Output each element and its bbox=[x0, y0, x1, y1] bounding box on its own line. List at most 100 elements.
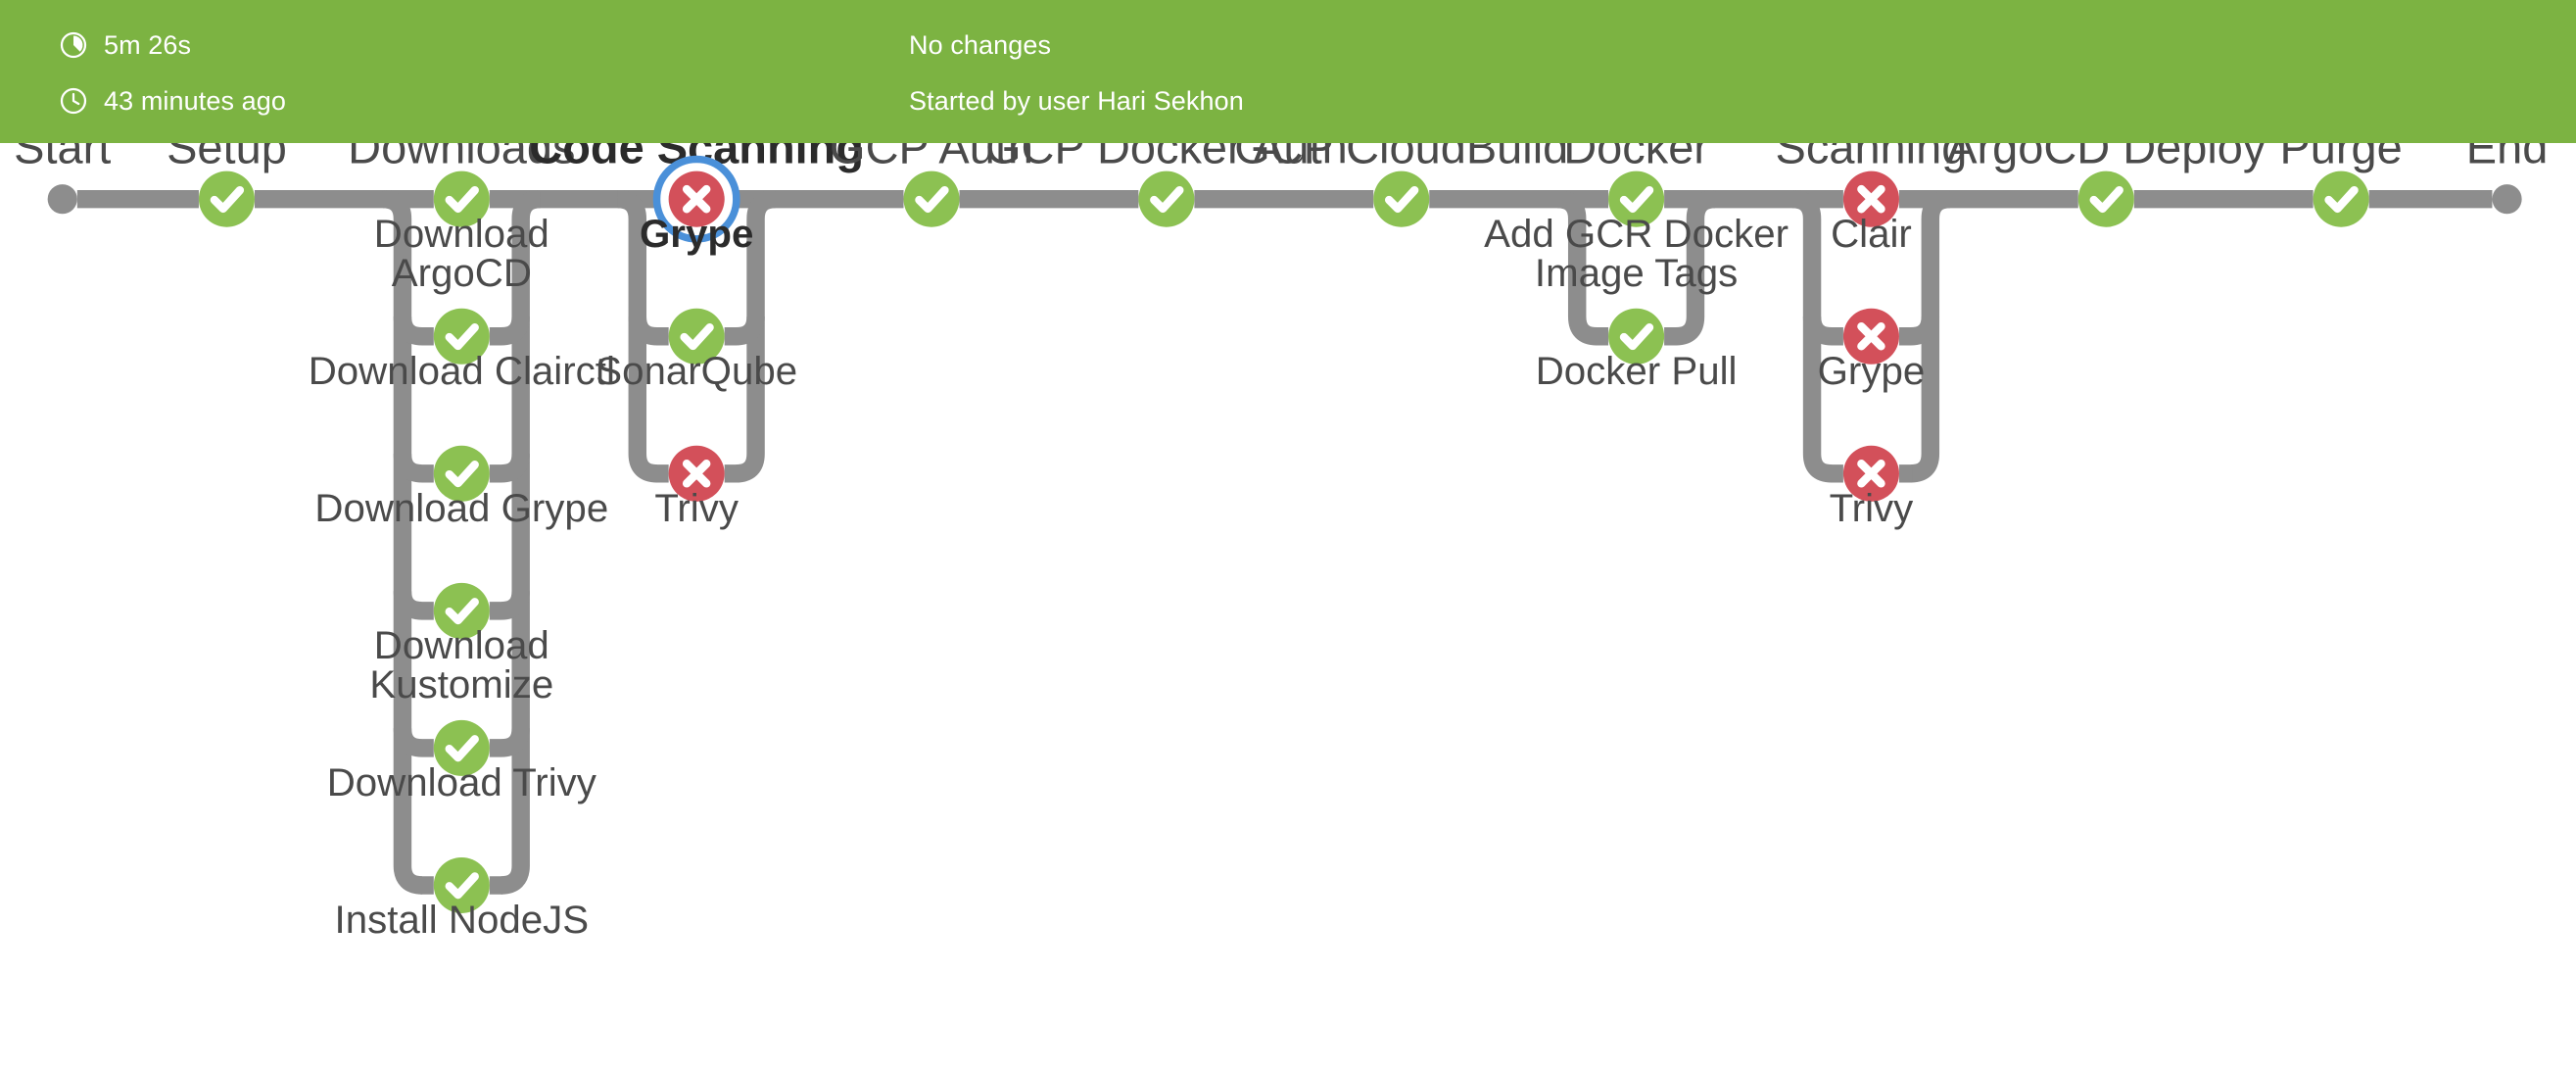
check-icon bbox=[2324, 185, 2359, 214]
stage-header-label: Start bbox=[14, 143, 111, 172]
started-by-row: Started by user Hari Sekhon bbox=[909, 81, 1244, 121]
node-label: Grype bbox=[640, 212, 753, 256]
pipeline-node[interactable]: Download Trivy bbox=[327, 719, 597, 804]
branch-rail-right-docker bbox=[1675, 189, 1716, 346]
check-icon bbox=[445, 461, 479, 488]
cross-icon bbox=[1857, 321, 1885, 351]
branch-stub-right-downloads-4 bbox=[489, 727, 530, 757]
branch-stub-right-downloads-2 bbox=[489, 453, 530, 483]
stage-header-label: Downloads bbox=[348, 143, 575, 172]
node-label: ArgoCD bbox=[392, 251, 532, 295]
pipeline-node[interactable] bbox=[903, 171, 960, 227]
pipeline-node[interactable] bbox=[2077, 171, 2134, 227]
check-icon bbox=[680, 322, 714, 351]
pipeline-node[interactable]: SonarQube bbox=[596, 308, 797, 393]
branch-stub-left-downloads-1 bbox=[393, 316, 434, 346]
check-icon bbox=[1150, 185, 1184, 214]
node-label: Download Clairctl bbox=[309, 349, 615, 393]
changes-row: No changes bbox=[909, 25, 1051, 65]
node-label: Trivy bbox=[654, 486, 739, 530]
node-label: Clair bbox=[1831, 212, 1912, 256]
branch-stub-right-downloads-3 bbox=[489, 590, 530, 620]
pipeline-node[interactable]: Install NodeJS bbox=[335, 856, 590, 942]
check-icon bbox=[1619, 185, 1654, 214]
cross-icon bbox=[682, 460, 711, 488]
branch-stub-right-container-image-scanning-1 bbox=[1898, 316, 1940, 346]
cross-icon bbox=[1857, 460, 1885, 488]
stage-header-cloudflare-cache-purge[interactable]: Cloudflare CachePurge bbox=[2164, 143, 2519, 172]
stage-header-gcp-cloudbuild[interactable]: GCP CloudBuild bbox=[1234, 143, 1568, 172]
node-label: Download bbox=[374, 623, 549, 667]
node-label: Grype bbox=[1818, 349, 1926, 393]
stage-header-label: GCP Docker Auth bbox=[985, 143, 1348, 172]
check-icon bbox=[445, 185, 479, 214]
node-label: Install NodeJS bbox=[335, 898, 590, 942]
node-label: Download Grype bbox=[314, 486, 608, 530]
terminal-node-start[interactable] bbox=[47, 184, 77, 215]
stage-header-gcp-docker-auth[interactable]: GCP Docker Auth bbox=[985, 143, 1348, 172]
stage-header-gcp-auth[interactable]: GCP Auth bbox=[830, 143, 1033, 172]
pipeline-node[interactable]: Grype bbox=[1818, 308, 1926, 393]
stage-header-docker[interactable]: Docker bbox=[1563, 143, 1709, 172]
pipeline-node[interactable] bbox=[2313, 171, 2369, 227]
stage-header-label: Scanning bbox=[1776, 143, 1968, 172]
node-label: Download Trivy bbox=[327, 760, 597, 804]
check-icon bbox=[2089, 185, 2123, 214]
pipeline-node[interactable] bbox=[1373, 171, 1430, 227]
terminal-node-end[interactable] bbox=[2492, 184, 2522, 215]
duration-row: 5m 26s bbox=[59, 25, 191, 65]
stage-header-setup[interactable]: Setup bbox=[167, 143, 287, 172]
started-by-text: Started by user Hari Sekhon bbox=[909, 86, 1244, 116]
stage-header-label: GCP Auth bbox=[830, 143, 1033, 172]
check-icon bbox=[1384, 185, 1419, 214]
pipeline-node[interactable] bbox=[1138, 171, 1195, 227]
duration-text: 5m 26s bbox=[104, 30, 192, 60]
branch-stub-left-code-scanning-1 bbox=[628, 316, 669, 346]
branch-rail-right-downloads bbox=[500, 189, 542, 895]
clock-icon bbox=[60, 87, 87, 115]
check-icon bbox=[445, 735, 479, 762]
stage-header-container-image-scanning[interactable]: Container ImageScanning bbox=[1701, 143, 2041, 172]
time-ago-row: 43 minutes ago bbox=[59, 81, 286, 121]
branch-rail-left-docker bbox=[1556, 189, 1598, 346]
node-label: SonarQube bbox=[596, 349, 797, 393]
branch-stub-right-downloads-1 bbox=[489, 316, 530, 346]
stage-header-label: GCP CloudBuild bbox=[1234, 143, 1568, 172]
branch-stub-left-downloads-3 bbox=[393, 590, 434, 620]
pipeline-node[interactable]: Grype bbox=[640, 155, 753, 256]
stage-header-label: ArgoCD Deploy bbox=[1946, 143, 2266, 172]
pipeline-node[interactable]: Download Grype bbox=[314, 445, 608, 530]
stage-header-argocd-deploy[interactable]: ArgoCD Deploy bbox=[1946, 143, 2266, 172]
pipeline-node[interactable]: Trivy bbox=[654, 445, 739, 530]
branch-rail-left-downloads bbox=[382, 189, 423, 895]
pipeline-node[interactable]: Download Clairctl bbox=[309, 308, 615, 393]
stage-header-label: Purge bbox=[2279, 143, 2402, 172]
node-label: Add GCR Docker bbox=[1484, 212, 1789, 256]
check-icon bbox=[445, 872, 479, 900]
pipeline-node[interactable]: Trivy bbox=[1830, 445, 1915, 530]
stage-header-label: Docker bbox=[1563, 143, 1709, 172]
pipeline-node[interactable]: Docker Pull bbox=[1536, 308, 1738, 393]
node-label: Trivy bbox=[1830, 486, 1915, 530]
node-label: Download bbox=[374, 212, 549, 256]
pipeline-node[interactable]: Clair bbox=[1831, 171, 1912, 256]
branch-stub-left-container-image-scanning-1 bbox=[1802, 316, 1843, 346]
check-icon bbox=[915, 185, 949, 214]
stage-header-end[interactable]: End bbox=[2466, 143, 2549, 172]
check-icon bbox=[1619, 322, 1654, 351]
pipeline-node[interactable] bbox=[198, 171, 255, 227]
stage-header-downloads[interactable]: Downloads bbox=[348, 143, 575, 172]
time-ago-text: 43 minutes ago bbox=[104, 86, 287, 116]
cross-icon bbox=[1857, 184, 1885, 214]
stage-header-label: Setup bbox=[167, 143, 287, 172]
stage-header-start[interactable]: Start bbox=[14, 143, 111, 172]
check-icon bbox=[445, 322, 479, 351]
branch-stub-right-code-scanning-1 bbox=[724, 316, 765, 346]
branch-stub-left-downloads-4 bbox=[393, 727, 434, 757]
